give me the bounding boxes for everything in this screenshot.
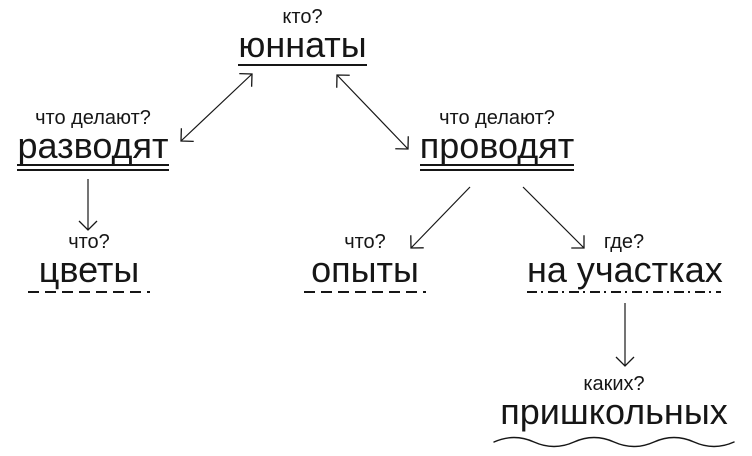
node-predicate-left: что делают? разводят (8, 107, 178, 171)
word-subject: юннаты (238, 24, 367, 66)
arrow-predicate-right-adverbial-icon (522, 186, 585, 249)
node-object-left: что? цветы (28, 231, 150, 293)
word-predicate-left: разводят (17, 128, 169, 171)
word-attribute: пришкольных (500, 391, 728, 432)
node-subject: кто? юннаты (230, 6, 375, 66)
word-predicate-right: проводят (419, 128, 575, 171)
question-predicate-right: что делают? (439, 107, 555, 129)
dashed-underline (304, 291, 426, 293)
arrow-predicate-left-subject-icon (180, 72, 253, 143)
question-subject: кто? (282, 6, 323, 28)
dash-dot-underline (527, 291, 721, 293)
node-attribute: каких? пришкольных (492, 373, 736, 450)
node-predicate-right: что делают? проводят (412, 107, 582, 171)
word-object-left: цветы (38, 249, 140, 290)
node-object-mid: что? опыты (304, 231, 426, 293)
word-adverbial: на участках (527, 249, 723, 290)
question-attribute: каких? (583, 373, 645, 395)
question-object-left: что? (68, 231, 110, 253)
wavy-underline (493, 436, 735, 448)
dashed-underline (28, 291, 150, 293)
node-adverbial: где? на участках (527, 231, 723, 293)
question-adverbial: где? (603, 231, 645, 253)
question-object-mid: что? (344, 231, 386, 253)
question-predicate-left: что делают? (35, 107, 151, 129)
word-object-mid: опыты (311, 249, 419, 290)
arrow-predicate-right-subject-icon (336, 74, 409, 150)
arrow-predicate-right-object-icon (410, 186, 471, 249)
